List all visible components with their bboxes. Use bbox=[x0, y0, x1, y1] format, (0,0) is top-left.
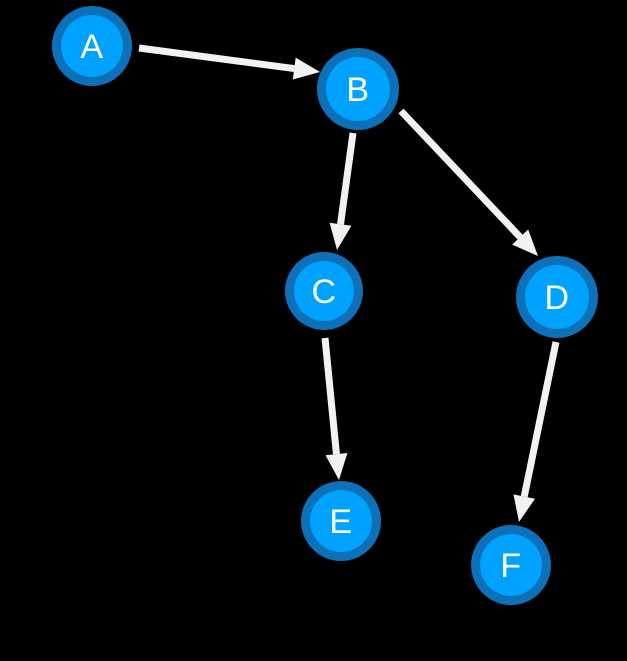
edge-arrowhead-icon bbox=[513, 494, 536, 522]
graph-edge bbox=[138, 44, 320, 80]
node-core bbox=[480, 534, 542, 596]
edge-shaft bbox=[337, 132, 357, 225]
edge-shaft bbox=[138, 44, 295, 73]
nodes-layer: A B C D E F bbox=[52, 6, 598, 605]
edge-arrowhead-icon bbox=[292, 57, 320, 80]
node-label: A bbox=[80, 28, 103, 66]
edges-layer bbox=[138, 44, 560, 522]
graph-edge bbox=[329, 132, 357, 250]
node-core bbox=[326, 57, 390, 121]
edge-shaft bbox=[398, 108, 523, 240]
node-label: C bbox=[311, 273, 336, 311]
edge-arrowhead-icon bbox=[325, 453, 348, 480]
node-label: E bbox=[329, 503, 352, 541]
node-label: D bbox=[544, 279, 569, 317]
graph-node-f[interactable]: F bbox=[471, 525, 551, 605]
graph-edge bbox=[513, 341, 560, 522]
graph-node-c[interactable]: C bbox=[285, 252, 363, 330]
node-label: B bbox=[346, 71, 369, 109]
graph-node-d[interactable]: D bbox=[516, 256, 598, 338]
graph-node-b[interactable]: B bbox=[317, 48, 399, 130]
graph-edge bbox=[321, 337, 348, 480]
graph-node-a[interactable]: A bbox=[52, 6, 132, 86]
node-core bbox=[294, 261, 354, 321]
edge-shaft bbox=[520, 341, 560, 498]
edge-shaft bbox=[321, 337, 340, 455]
node-label: F bbox=[500, 547, 521, 585]
node-core bbox=[61, 15, 123, 77]
edge-arrowhead-icon bbox=[329, 222, 352, 250]
graph-edge bbox=[398, 108, 538, 256]
graph-node-e[interactable]: E bbox=[301, 481, 381, 561]
node-core bbox=[310, 490, 372, 552]
edge-arrowhead-icon bbox=[512, 229, 538, 256]
node-core bbox=[525, 265, 589, 329]
